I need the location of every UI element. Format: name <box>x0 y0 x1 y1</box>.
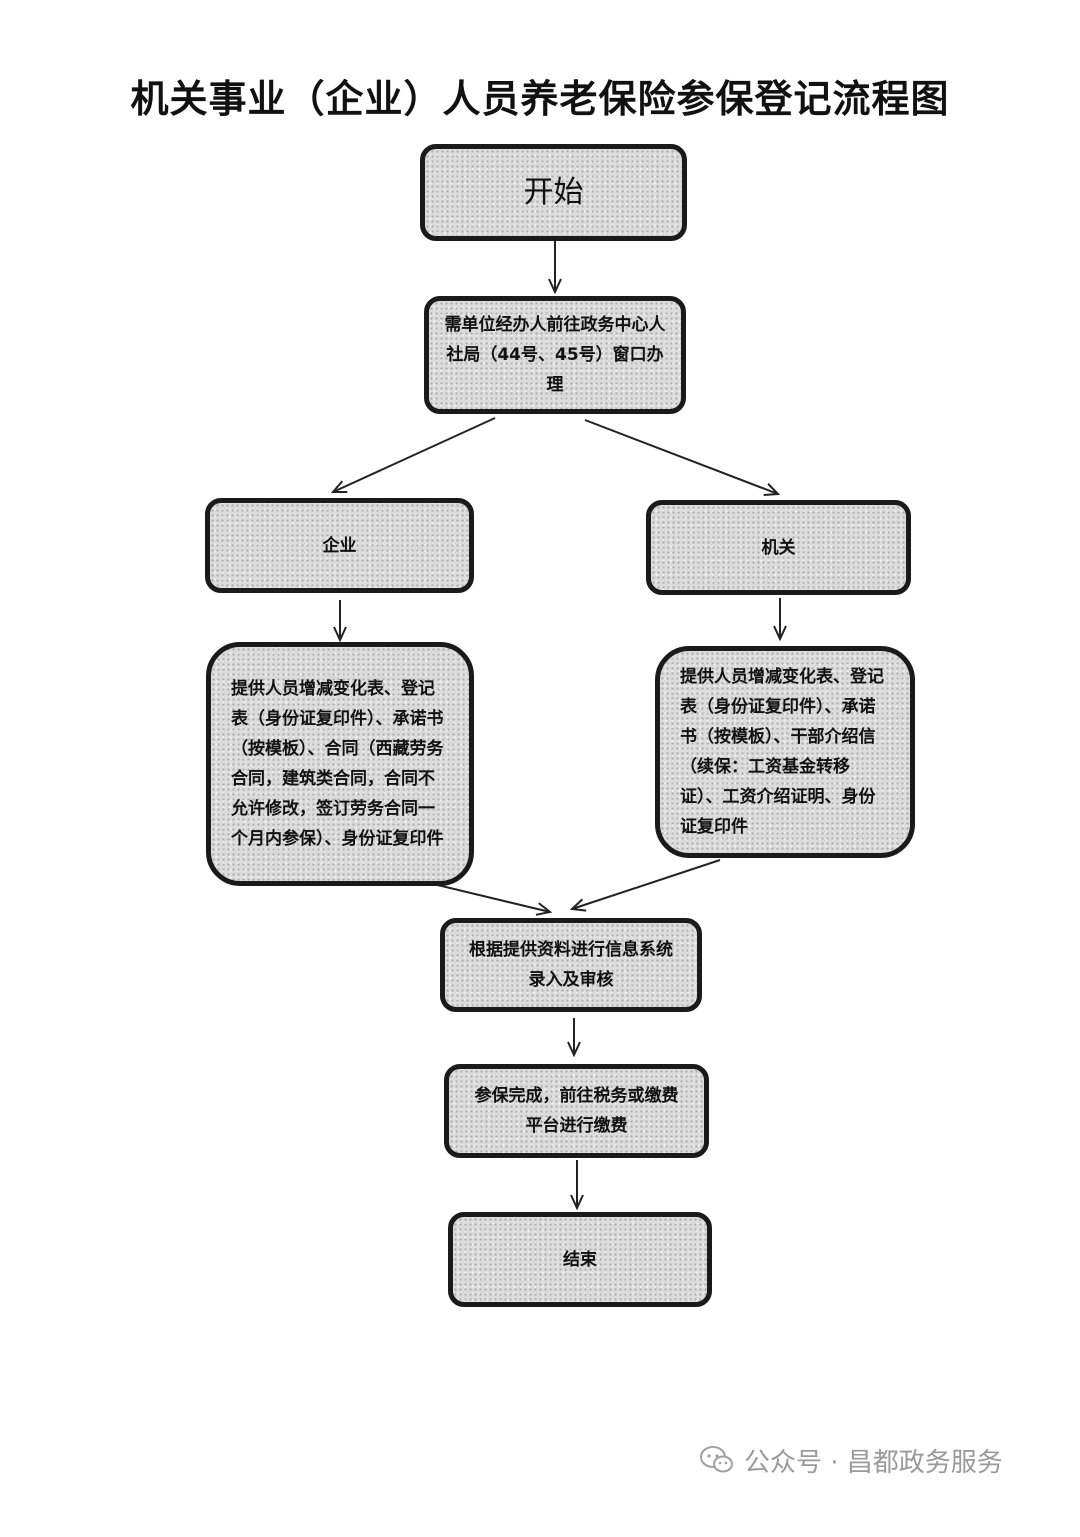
organ-docs-label: 提供人员增减变化表、登记表（身份证复印件）、承诺书（按模板）、干部介绍信（续保：… <box>680 667 884 837</box>
page-title: 机关事业（企业）人员养老保险参保登记流程图 <box>130 77 950 121</box>
enterprise-node-label: 企业 <box>322 535 357 556</box>
wechat-icon <box>700 1446 733 1473</box>
enterprise-node: 企业 <box>205 498 474 593</box>
organ-node-label: 机关 <box>761 537 796 558</box>
watermark-text: 公众号 · 昌都政务服务 <box>744 1447 1003 1478</box>
start-node: 开始 <box>420 144 687 241</box>
enterprise-docs-node: 提供人员增减变化表、登记表（身份证复印件）、承诺书（按模板）、合同（西藏劳务合同… <box>206 642 474 886</box>
payment-node: 参保完成，前往税务或缴费平台进行缴费 <box>444 1064 709 1158</box>
window-node-label: 需单位经办人前往政务中心人社局（44号、45号）窗口办理 <box>444 315 666 395</box>
enterprise-docs-label: 提供人员增减变化表、登记表（身份证复印件）、承诺书（按模板）、合同（西藏劳务合同… <box>231 679 444 849</box>
arrow-organ-docs-to-review <box>572 859 721 909</box>
arrow-enterprise-docs-to-review <box>424 881 550 912</box>
start-node-label: 开始 <box>523 174 584 210</box>
organ-docs-node: 提供人员增减变化表、登记表（身份证复印件）、承诺书（按模板）、干部介绍信（续保：… <box>655 646 915 858</box>
arrow-window-to-organ <box>584 419 778 494</box>
window-node: 需单位经办人前往政务中心人社局（44号、45号）窗口办理 <box>424 296 686 414</box>
watermark: 公众号 · 昌都政务服务 <box>700 1442 1003 1478</box>
review-node: 根据提供资料进行信息系统录入及审核 <box>440 918 702 1012</box>
end-node: 结束 <box>448 1212 712 1307</box>
organ-node: 机关 <box>646 500 911 595</box>
arrow-window-to-enterprise <box>333 417 496 492</box>
review-node-label: 根据提供资料进行信息系统录入及审核 <box>469 940 673 990</box>
end-node-label: 结束 <box>563 1249 597 1270</box>
payment-node-label: 参保完成，前往税务或缴费平台进行缴费 <box>474 1086 679 1136</box>
